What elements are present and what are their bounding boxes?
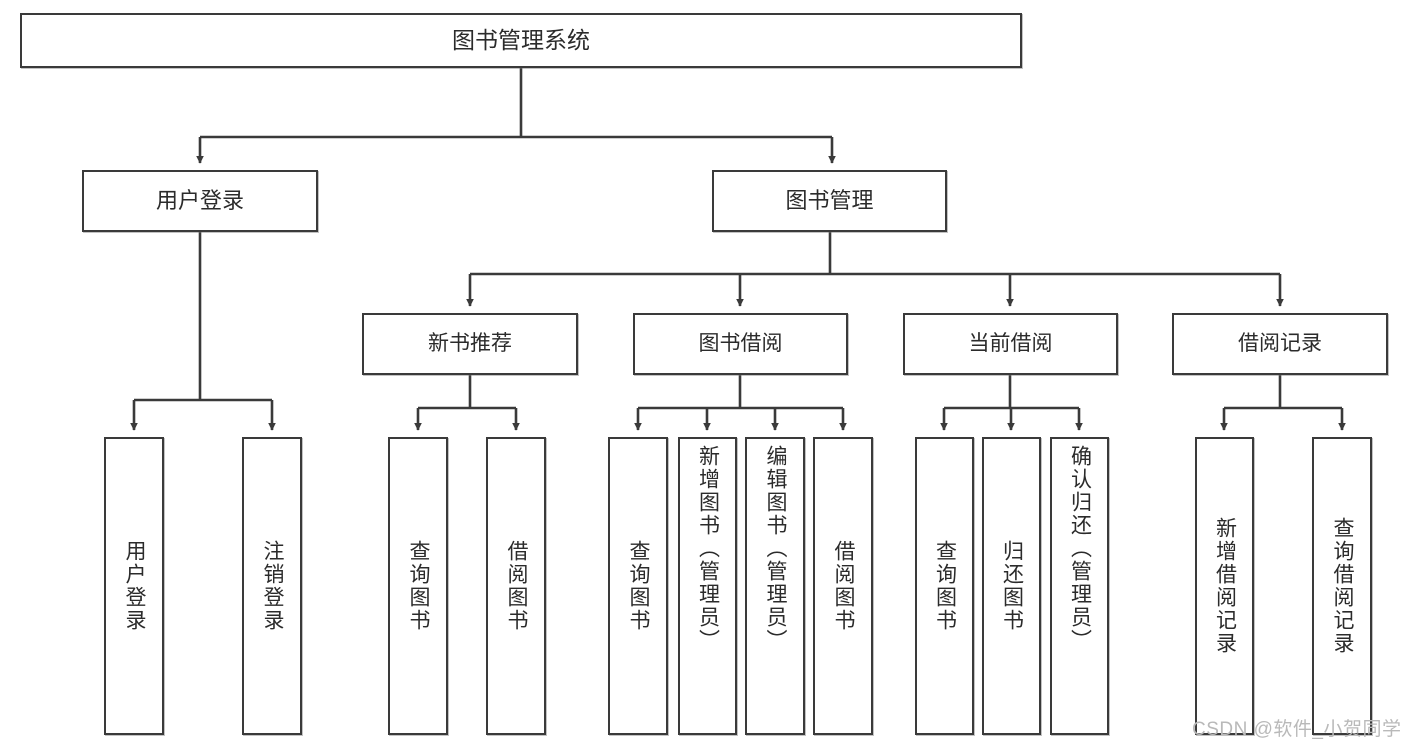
node-leaf-return-book[interactable]: 归还图书 bbox=[982, 437, 1041, 735]
node-leaf-logout-login[interactable]: 注销登录 bbox=[242, 437, 302, 735]
node-label: 查询图书 bbox=[933, 540, 957, 632]
node-leaf-query-book-1[interactable]: 查询图书 bbox=[388, 437, 448, 735]
node-label: 图书借阅 bbox=[698, 331, 783, 355]
node-label: 查询图书 bbox=[407, 540, 431, 632]
node-new-book-recommend[interactable]: 新书推荐 bbox=[362, 313, 578, 375]
edges-userlogin-leaves bbox=[130, 232, 276, 431]
node-leaf-query-book-3[interactable]: 查询图书 bbox=[915, 437, 974, 735]
node-label: 用户登录 bbox=[155, 188, 244, 214]
node-leaf-add-book-admin[interactable]: 新增图书（管理员） bbox=[678, 437, 737, 735]
node-label: 归还图书 bbox=[1000, 540, 1024, 632]
node-leaf-borrow-book-2[interactable]: 借阅图书 bbox=[813, 437, 873, 735]
node-label: 借阅图书 bbox=[832, 540, 856, 632]
node-leaf-query-book-2[interactable]: 查询图书 bbox=[608, 437, 668, 735]
node-leaf-add-borrow-record[interactable]: 新增借阅记录 bbox=[1195, 437, 1254, 735]
node-label: 图书管理系统 bbox=[452, 26, 590, 53]
node-label: 借阅图书 bbox=[505, 540, 529, 632]
node-borrow-record[interactable]: 借阅记录 bbox=[1172, 313, 1388, 375]
node-label: 新书推荐 bbox=[428, 331, 512, 355]
node-label: 注销登录 bbox=[261, 540, 285, 632]
node-label: 借阅记录 bbox=[1238, 331, 1322, 355]
node-root-system[interactable]: 图书管理系统 bbox=[20, 13, 1022, 68]
edges-newbook-leaves bbox=[414, 375, 520, 431]
node-label: 当前借阅 bbox=[968, 331, 1053, 355]
node-label: 确认归还（管理员） bbox=[1068, 445, 1092, 652]
node-leaf-borrow-book-1[interactable]: 借阅图书 bbox=[486, 437, 546, 735]
node-label: 查询借阅记录 bbox=[1331, 517, 1355, 655]
node-leaf-edit-book-admin[interactable]: 编辑图书（管理员） bbox=[745, 437, 805, 735]
edges-currentborrow-leaves bbox=[940, 375, 1083, 431]
node-label: 新增借阅记录 bbox=[1213, 517, 1237, 655]
node-book-manage[interactable]: 图书管理 bbox=[712, 170, 947, 232]
node-leaf-user-login[interactable]: 用户登录 bbox=[104, 437, 164, 735]
node-label: 用户登录 bbox=[123, 540, 147, 632]
edges-bookmanage-level3 bbox=[466, 232, 1284, 307]
edges-root-level2 bbox=[196, 68, 836, 164]
node-current-borrow[interactable]: 当前借阅 bbox=[903, 313, 1118, 375]
node-user-login[interactable]: 用户登录 bbox=[82, 170, 318, 232]
node-label: 图书管理 bbox=[785, 188, 874, 214]
edges-bookborrow-leaves bbox=[634, 375, 847, 431]
node-leaf-query-borrow-record[interactable]: 查询借阅记录 bbox=[1312, 437, 1372, 735]
node-book-borrow[interactable]: 图书借阅 bbox=[633, 313, 848, 375]
edges-borrowrecord-leaves bbox=[1220, 375, 1346, 431]
node-label: 编辑图书（管理员） bbox=[764, 445, 788, 652]
node-label: 查询图书 bbox=[627, 540, 651, 632]
node-leaf-confirm-return-admin[interactable]: 确认归还（管理员） bbox=[1050, 437, 1109, 735]
csdn-watermark: CSDN @软件_小贺同学 bbox=[1192, 719, 1402, 740]
node-label: 新增图书（管理员） bbox=[696, 445, 720, 652]
